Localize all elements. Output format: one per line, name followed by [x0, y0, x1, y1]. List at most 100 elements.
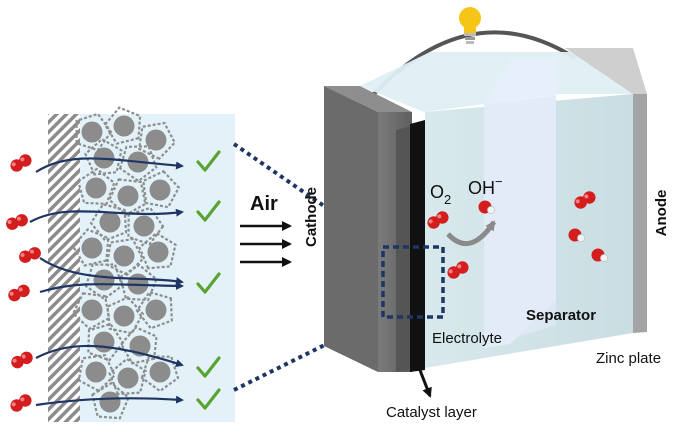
particle-core [145, 299, 167, 321]
particle-outline [87, 322, 125, 362]
checkmark-list [196, 150, 221, 410]
particle-outline [127, 206, 165, 246]
checkmark-icon [196, 272, 221, 294]
particle-core [133, 215, 155, 237]
cathode-panel [324, 86, 378, 372]
catalyst-pointer-arrow [416, 364, 432, 398]
particle-core [147, 241, 169, 263]
checkmark-icon [196, 200, 221, 222]
particle-outline [91, 381, 130, 420]
battery-cell [324, 7, 647, 398]
separator-label: Separator [526, 307, 596, 324]
incoming-oxygen-molecules [6, 154, 41, 412]
catalyst-particle-cluster [71, 106, 181, 420]
cell-oxygen-molecules [427, 191, 596, 279]
particle-core [149, 179, 171, 201]
oh-label: OH− [468, 174, 503, 198]
particle-outline [119, 263, 158, 302]
electrolyte-label: Electrolyte [432, 330, 502, 347]
particle-core [145, 129, 167, 151]
particle-core [113, 115, 135, 137]
particle-core [117, 367, 139, 389]
particle-outline [71, 292, 111, 331]
catalyst-layer-label: Catalyst layer [386, 404, 477, 421]
particle-core [113, 245, 135, 267]
particle-core [99, 391, 121, 413]
particle-outline [106, 296, 145, 335]
zoom-panel [6, 106, 235, 422]
particle-outline [119, 326, 158, 365]
particle-outline [142, 169, 181, 209]
cathode-top-face [324, 86, 412, 112]
cathode-inner-layer [396, 126, 412, 372]
air-flow-arrows [29, 157, 184, 407]
particle-outline [108, 357, 147, 396]
flow-arrow [39, 281, 184, 294]
particle-core [113, 305, 135, 327]
particle-core [93, 269, 115, 291]
particle-outline [135, 290, 173, 330]
flow-arrow [39, 257, 184, 285]
air-label: Air [250, 193, 278, 215]
particle-core [81, 121, 103, 143]
separator-front [484, 96, 556, 348]
particle-outline [89, 203, 128, 242]
air-input-arrows [240, 221, 292, 267]
oh-base: OH [468, 178, 495, 198]
hydroxide-ion-icon [591, 248, 608, 262]
oxygen-molecule-icon [427, 211, 449, 229]
oxygen-molecule-icon [574, 191, 596, 209]
particle-outline [84, 137, 123, 176]
flow-arrow [35, 344, 184, 367]
particle-outline [138, 231, 177, 270]
oh-superscript: − [495, 174, 503, 189]
oxygen-molecule-icon [11, 351, 33, 369]
checkmark-icon [196, 388, 221, 410]
anode-plate [633, 94, 647, 333]
hydroxide-ion-icon [568, 228, 585, 242]
hydroxide-ions [478, 200, 608, 262]
particle-outline [137, 121, 177, 161]
oxygen-molecule-icon [19, 247, 41, 263]
checkmark-icon [196, 150, 221, 172]
oxygen-molecule-icon [10, 154, 32, 172]
zinc-plate-label: Zinc plate [596, 350, 661, 367]
particle-outline [118, 145, 158, 183]
o2-base: O [430, 182, 444, 202]
oxygen-molecule-icon [6, 214, 28, 230]
particle-outline [103, 106, 142, 145]
particle-outline [77, 353, 117, 393]
flow-arrow [35, 395, 184, 407]
hydroxide-ion-icon [478, 200, 495, 214]
particle-outline [140, 355, 180, 393]
oxygen-molecule-icon [8, 284, 30, 302]
particle-core [85, 177, 107, 199]
checkmark-icon [196, 356, 221, 378]
particle-outline [84, 263, 124, 301]
o2-subscript: 2 [444, 192, 451, 207]
reaction-arrow [446, 220, 497, 246]
particle-outline [108, 178, 147, 217]
particle-core [93, 331, 115, 353]
oxygen-molecule-icon [10, 394, 32, 412]
particle-outline [105, 237, 145, 277]
anode-top [565, 48, 647, 94]
particle-core [85, 361, 107, 383]
particle-outline [71, 228, 110, 267]
particle-core [149, 361, 171, 383]
particle-outline [75, 112, 113, 152]
zoom-region-box [381, 245, 445, 319]
particle-core [81, 237, 103, 259]
flow-arrow [35, 157, 184, 173]
particle-core [81, 299, 103, 321]
o2-label: O2 [430, 182, 451, 207]
light-bulb-icon [459, 7, 481, 44]
oxygen-molecule-icon [447, 261, 469, 279]
anode-label: Anode [653, 190, 670, 237]
cathode-label: Cathode [303, 187, 320, 247]
particle-core [117, 185, 139, 207]
particle-outline [76, 167, 116, 206]
particle-core [99, 211, 121, 233]
flow-arrow [29, 208, 184, 223]
